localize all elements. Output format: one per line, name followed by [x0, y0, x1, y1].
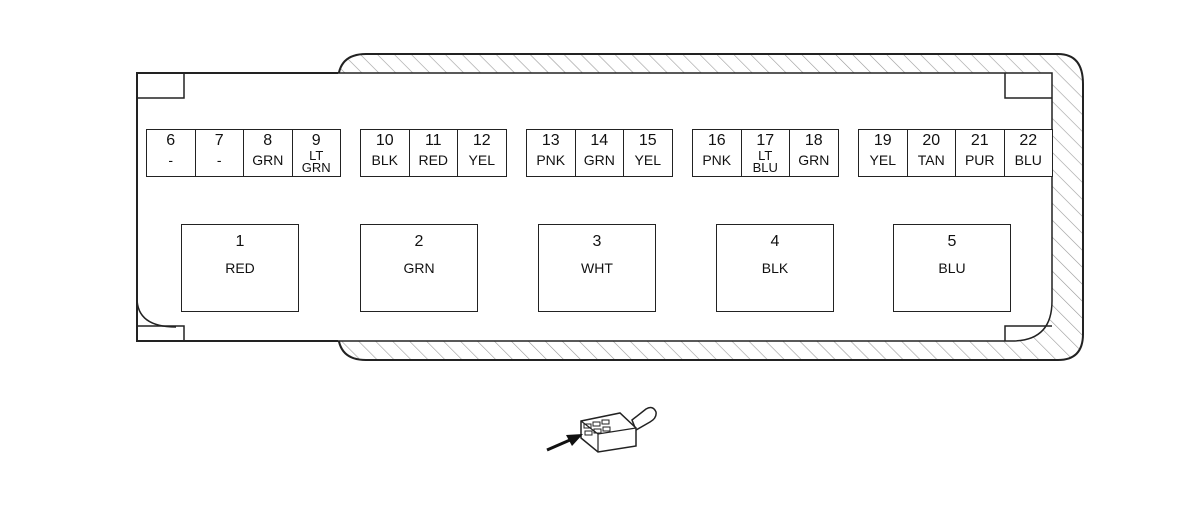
wire-color: RED	[418, 152, 449, 168]
pin-number: 3	[592, 233, 602, 250]
pin-number: 12	[472, 132, 491, 149]
wire-color: BLK	[371, 152, 398, 168]
wire-color: YEL	[468, 152, 495, 168]
wire-color: LT GRN	[301, 148, 331, 175]
pin-number: 5	[947, 233, 957, 250]
pin-number: 20	[922, 132, 941, 149]
wire-color: -	[216, 152, 222, 168]
pin-number: 16	[707, 132, 726, 149]
wire-color: PUR	[964, 152, 995, 168]
wire-color: GRN	[252, 152, 284, 168]
pin-number: 11	[424, 132, 442, 149]
pin-number: 15	[638, 132, 657, 149]
wire-color: YEL	[869, 152, 896, 168]
pin-7-cell: 7-	[194, 129, 244, 177]
pin-number: 6	[166, 132, 176, 149]
pin-number: 18	[804, 132, 823, 149]
pin-number: 17	[756, 132, 775, 149]
pin-number: 9	[311, 132, 321, 149]
pin-number: 13	[541, 132, 560, 149]
wire-color: LT BLU	[752, 148, 778, 175]
wire-color: BLU	[938, 260, 966, 276]
pin-number: 14	[590, 132, 609, 149]
pin-6-cell: 6-	[146, 129, 196, 177]
pin-number: 8	[263, 132, 273, 149]
wire-color: BLK	[761, 260, 789, 276]
connector-locator-icon	[546, 406, 657, 453]
pin-number: 22	[1019, 132, 1038, 149]
pin-number: 2	[414, 233, 424, 250]
wire-color: BLU	[1014, 152, 1042, 168]
wire-color: GRN	[403, 260, 435, 276]
wire-color: TAN	[917, 152, 945, 168]
pin-number: 10	[375, 132, 394, 149]
pin-number: 4	[770, 233, 780, 250]
wire-color: WHT	[581, 260, 613, 276]
wire-color: GRN	[583, 152, 615, 168]
pin-number: 21	[970, 132, 989, 149]
wire-color: GRN	[798, 152, 830, 168]
wire-color: PNK	[536, 152, 566, 168]
wire-color: -	[168, 152, 174, 168]
wire-color: YEL	[634, 152, 661, 168]
pin-number: 1	[235, 233, 245, 250]
wire-color: RED	[225, 260, 255, 276]
pin-number: 19	[873, 132, 892, 149]
wire-color: PNK	[702, 152, 732, 168]
pin-number: 7	[214, 132, 224, 149]
